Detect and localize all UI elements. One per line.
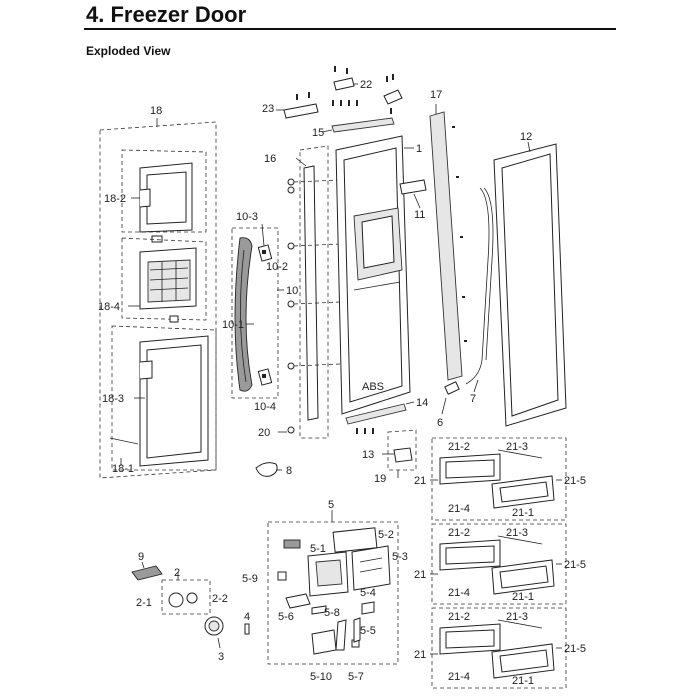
callout-10-2: 10-2 [266, 261, 288, 273]
callout-5-5: 5-5 [360, 625, 376, 637]
part-3 [204, 616, 224, 649]
callout-7: 7 [470, 393, 476, 405]
page-title: 4. Freezer Door [86, 2, 247, 27]
part-group-21-top [430, 437, 567, 521]
section-subtitle: Exploded View [86, 44, 171, 58]
callout-21-3-middle: 21-3 [506, 527, 528, 539]
part-group-top-caps [276, 66, 403, 133]
callout-2: 2 [174, 567, 180, 579]
callout-16: 16 [264, 153, 276, 165]
callout-10-4: 10-4 [254, 401, 276, 413]
part-group-21-middle [430, 523, 567, 605]
callout-2-2: 2-2 [212, 593, 228, 605]
callout-10-1: 10-1 [222, 319, 244, 331]
callout-2-1: 2-1 [136, 597, 152, 609]
callout-5-3: 5-3 [392, 551, 408, 563]
part-11 [399, 179, 427, 209]
callout-21-2-middle: 21-2 [448, 527, 470, 539]
part-12-gasket [493, 141, 567, 427]
callout-21-5-top: 21-5 [564, 475, 586, 487]
callout-21-5-middle: 21-5 [564, 559, 586, 571]
part-7-tube [465, 187, 494, 393]
part-1-door-frame: ABS [335, 135, 414, 415]
callout-18-2: 18-2 [104, 193, 126, 205]
callout-15: 15 [312, 127, 324, 139]
callout-5-1: 5-1 [310, 543, 326, 555]
callout-9: 9 [138, 551, 144, 563]
callout-5-9: 5-9 [242, 573, 258, 585]
callout-20: 20 [258, 427, 270, 439]
callout-21-4-middle: 21-4 [448, 587, 470, 599]
callout-21-1-bottom: 21-1 [512, 675, 534, 687]
callout-21-3-bottom: 21-3 [506, 611, 528, 623]
callout-5-4: 5-4 [360, 587, 376, 599]
part-group-18 [99, 118, 217, 479]
callout-10-3: 10-3 [236, 211, 258, 223]
callout-5-6: 5-6 [278, 611, 294, 623]
callout-21-1-top: 21-1 [512, 507, 534, 519]
callout-13: 13 [362, 449, 374, 461]
callout-17: 17 [430, 89, 442, 101]
callout-11: 11 [414, 209, 425, 221]
part-group-16 [278, 145, 341, 439]
callout-21-2-bottom: 21-2 [448, 611, 470, 623]
part-group-2 [161, 572, 211, 615]
part-17 [429, 104, 467, 381]
callout-23: 23 [262, 103, 274, 115]
callout-5: 5 [328, 499, 334, 511]
callout-18-4: 18-4 [98, 301, 120, 313]
part-group-5 [267, 510, 399, 665]
callout-21-2-top: 21-2 [448, 441, 470, 453]
callout-3: 3 [218, 651, 224, 663]
part-6-fitting [441, 381, 460, 415]
callout-22: 22 [360, 79, 372, 91]
callout-21-middle: 21 [414, 569, 426, 581]
callout-4: 4 [244, 611, 250, 623]
callout-5-2: 5-2 [378, 529, 394, 541]
part-8 [255, 462, 282, 477]
callout-21-4-bottom: 21-4 [448, 671, 470, 683]
callout-21-bottom: 21 [414, 649, 426, 661]
callout-5-10: 5-10 [310, 671, 332, 683]
callout-21-3-top: 21-3 [506, 441, 528, 453]
callout-21-4-top: 21-4 [448, 503, 470, 515]
callout-1: 1 [416, 143, 422, 155]
callout-12: 12 [520, 131, 532, 143]
callout-5-7: 5-7 [348, 671, 364, 683]
callout-21-top: 21 [414, 475, 426, 487]
callout-6: 6 [437, 417, 443, 429]
callout-5-8: 5-8 [324, 607, 340, 619]
callout-10: 10 [286, 285, 298, 297]
callout-18-1: 18-1 [112, 463, 134, 475]
callout-14: 14 [416, 397, 428, 409]
part-group-21-bottom [430, 607, 567, 689]
callout-19: 19 [374, 473, 386, 485]
callout-18-3: 18-3 [102, 393, 124, 405]
callout-labels: 18 18-2 18-4 18-3 18-1 10-3 10-2 10 10-1… [98, 79, 586, 687]
part-4 [244, 623, 250, 635]
part-group-14-13-19 [345, 401, 417, 478]
label-abs: ABS [362, 381, 384, 393]
callout-21-5-bottom: 21-5 [564, 643, 586, 655]
part-9 [131, 561, 163, 581]
callout-8: 8 [286, 465, 292, 477]
callout-18: 18 [150, 105, 162, 117]
callout-21-1-middle: 21-1 [512, 591, 534, 603]
part-group-10 [231, 223, 284, 399]
title-underline [84, 28, 616, 30]
